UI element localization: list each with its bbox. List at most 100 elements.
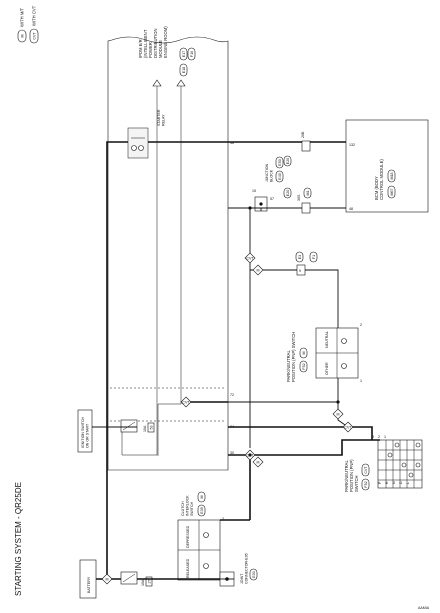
ipdm-connector-2: E18 xyxy=(182,67,186,73)
junction-label-1: JUNCTION xyxy=(265,163,269,182)
diamond-cvt-1: CVT xyxy=(246,256,254,260)
clutch-variant: M xyxy=(200,496,204,499)
connector-20b-pin: 20B xyxy=(301,131,305,138)
pnp-mt-pin-2: 2 xyxy=(360,323,362,327)
pnp-cvt-connector: F52 xyxy=(364,481,368,487)
clutch-pin-2: 2 xyxy=(222,517,224,521)
fuse-27-id: 27 xyxy=(148,580,152,584)
fuse-27-value: 10A xyxy=(141,579,145,586)
clutch-label-3: SWITCH xyxy=(190,501,194,516)
pnp-cvt-variant: CVT xyxy=(364,466,368,474)
junction-connector-2: E50 xyxy=(278,159,282,165)
clutch-label-2: INTERLOCK xyxy=(186,495,190,516)
wire-connector-9: 9 E3 F1 xyxy=(295,251,318,276)
pnp-cvt-pin-2: 2 xyxy=(378,435,380,439)
fuse-53-id: 53 xyxy=(150,426,154,430)
clutch-col-depressed: DEPRESSED xyxy=(186,525,190,548)
pnp-cvt-label-1: PARK/NEUTRAL xyxy=(344,460,349,492)
pnp-mt-col-other: OTHER xyxy=(325,362,329,375)
legend-mt-code: M xyxy=(20,35,24,38)
ipdm-pin-72: 72 xyxy=(230,393,234,397)
bcm-pin-48: 48 xyxy=(349,207,353,211)
bcm-pin-132: 132 xyxy=(349,143,355,147)
clutch-connector: E39 xyxy=(200,507,204,513)
starter-relay-label-1: STARTER xyxy=(157,109,161,126)
pnp-cvt-row-l: L xyxy=(406,482,410,484)
ipdm-er-module: IPDM E/R (INTELLIGENT POWER DISTRIBUTION… xyxy=(107,26,234,471)
pnp-mt-label-1: PARK/NEUTRAL xyxy=(286,350,291,382)
clutch-interlock-switch: RELEASED DEPRESSED 1 2 CLUTCH INTERLOCK … xyxy=(177,491,224,585)
connector-20b-code-1: E20 xyxy=(286,158,290,164)
legend-mt-badge xyxy=(17,29,27,43)
ignition-switch: IGNITION SWITCH ON OR START xyxy=(77,409,93,453)
legend: M WITH M/T CVT WITH CVT xyxy=(17,5,39,44)
fuse-10a-53: 10A 53 xyxy=(120,419,155,433)
ipdm-connector-1: E17 xyxy=(182,51,186,57)
pnp-cvt-row-d: D xyxy=(399,481,403,484)
joint-connector-code: E03 xyxy=(252,571,256,577)
pnp-cvt-pin-1: 1 xyxy=(384,435,386,439)
pnp-mt-col-neutral: NEUTRAL xyxy=(325,331,329,348)
pnp-cvt-pin-3: 3 xyxy=(372,435,374,439)
battery-label: BATTERY xyxy=(87,576,91,593)
ipdm-label-5: MODULE xyxy=(158,40,163,58)
ignition-switch-label-2: ON OR START xyxy=(86,423,90,448)
bcm-label-1: BCM (BODY xyxy=(374,176,379,200)
pnp-switch-mt: OTHER NEUTRAL 1 2 PARK/NEUTRAL POSITION … xyxy=(286,323,362,383)
connector-30s-code-2: M1 xyxy=(306,191,310,196)
legend-cvt-badge xyxy=(29,28,39,44)
junction-connector-1: E40 xyxy=(278,173,282,179)
connector-9-code-1: E3 xyxy=(298,255,302,259)
bcm-label-2: CONTROL MODULE) xyxy=(379,159,384,200)
pnp-mt-label-2: POSITION (PNP) SWITCH xyxy=(291,332,296,382)
diamond-cvt-2: CVT xyxy=(182,400,190,404)
ipdm-pin-30: 30 xyxy=(230,451,234,455)
diamond-cvt-3: CVT xyxy=(344,425,352,429)
connector-9-code-2: F1 xyxy=(312,255,316,259)
joint-connector: JOINT CONNECTOR-E05 E03 xyxy=(219,553,258,587)
starter-relay-label-2: RELAY xyxy=(162,114,166,126)
pnp-mt-pin-1: 1 xyxy=(360,379,362,383)
ignition-switch-label-1: IGNITION SWITCH xyxy=(81,416,85,448)
diagram-title: STARTING SYSTEM - QR25DE xyxy=(14,482,23,596)
diamond-m-2: M xyxy=(337,412,340,416)
legend-mt-text: WITH M/T xyxy=(20,7,25,27)
junction-pin-15: 15 xyxy=(252,189,256,193)
pnp-mt-connector: F52 xyxy=(302,363,306,369)
bcm-connector-1: M67 xyxy=(390,189,394,196)
battery: BATTERY xyxy=(79,559,97,599)
pnp-mt-variant: M xyxy=(302,352,306,355)
clutch-col-released: RELEASED xyxy=(186,558,190,578)
ipdm-label-1: IPDM E/R xyxy=(138,39,143,58)
joint-label-1: JOINT xyxy=(240,573,244,584)
clutch-label-1: CLUTCH xyxy=(181,501,185,516)
pnp-cvt-row-n: N xyxy=(392,481,396,484)
pnp-cvt-label-2: POSITION (PNP) xyxy=(349,459,354,492)
ipdm-label-6: ENGINE ROOM) xyxy=(163,26,168,58)
junction-label-2: BLOCK xyxy=(270,169,274,182)
joint-label-2: CONNECTOR-E05 xyxy=(245,553,249,584)
connector-9-pin: 9 xyxy=(299,269,301,273)
bcm-connector-2: M18 xyxy=(390,173,394,180)
junction-block: 15 57 JUNCTION BLOCK E40 E50 xyxy=(252,156,284,212)
junction-pin-57: 57 xyxy=(270,197,274,201)
connector-30s-code-1: E20 xyxy=(286,190,290,196)
fuse-53-value: 10A xyxy=(143,425,147,432)
starter-relay xyxy=(127,127,149,159)
legend-cvt-text: WITH CVT xyxy=(32,5,37,26)
wire-connector-30s: 30S E20 M1 xyxy=(283,187,312,214)
pnp-cvt-row-r: R xyxy=(385,481,389,484)
pnp-cvt-label-3: SWITCH xyxy=(354,475,359,492)
junction-dots xyxy=(248,206,340,457)
ipdm-label-4: DISTRIBUTION xyxy=(153,28,158,58)
wire-connector-20b: 20B E20 xyxy=(283,131,311,167)
ipdm-label-3: POWER xyxy=(148,42,153,58)
ipdm-label-2: (INTELLIGENT xyxy=(143,29,148,58)
pnp-switch-cvt: P R N D L 3 2 1 PARK/NEUTRAL POSITION (P… xyxy=(344,435,423,492)
ipdm-pin-46: 46 xyxy=(230,141,234,145)
bcm-module: BCM (BODY CONTROL MODULE) M67 M18 132 48 xyxy=(345,119,429,213)
diagram-code: AAMIA xyxy=(418,606,430,610)
pnp-cvt-row-p: P xyxy=(378,481,382,484)
diamond-m-3: M xyxy=(257,460,260,464)
